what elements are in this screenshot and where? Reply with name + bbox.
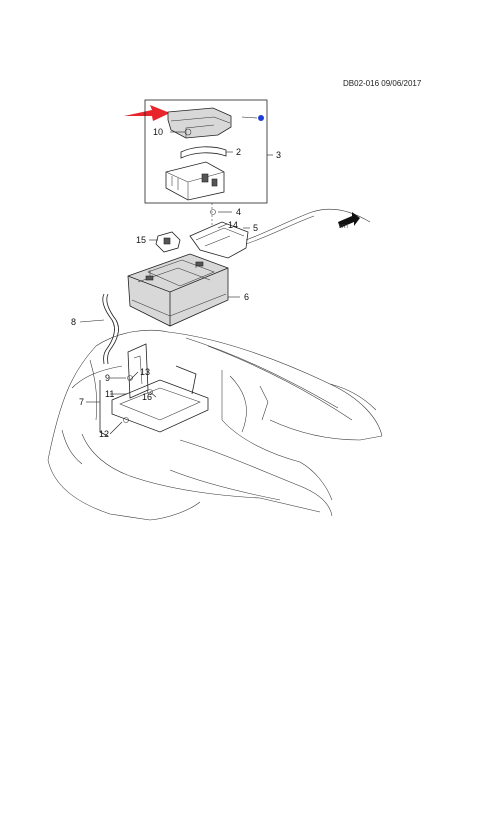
forward-arrow-icon: [338, 212, 360, 228]
callout-7: 7: [79, 397, 85, 407]
vent-hose: [102, 293, 115, 365]
diagram-reference: DB02-016 09/06/2017: [343, 79, 422, 88]
battery: [127, 253, 229, 327]
battery-cover: [167, 107, 232, 139]
forward-label: FRT: [339, 224, 349, 230]
pointer-arrow: [124, 105, 170, 121]
callout-12: 12: [99, 429, 110, 439]
callout-9: 9: [105, 373, 111, 383]
vehicle-body-outline: [47, 330, 383, 521]
inset-box: [144, 99, 268, 204]
callout-2: 2: [236, 147, 242, 157]
callout-13: 13: [140, 367, 151, 377]
terminal-clip: [155, 231, 181, 253]
cable-harness: [189, 209, 371, 259]
callout-8: 8: [71, 317, 77, 327]
callout-11: 11: [105, 389, 115, 399]
callout-4: 4: [236, 207, 242, 217]
callout-15: 15: [136, 235, 147, 245]
callout-16: 16: [142, 392, 153, 402]
fuse-block: [165, 161, 225, 201]
highlight-dot: [258, 115, 264, 121]
callout-6: 6: [244, 292, 250, 302]
battery-tray: [99, 343, 209, 437]
hold-down-strap: [180, 146, 227, 159]
callout-5: 5: [253, 223, 259, 233]
callout-3: 3: [276, 150, 282, 160]
callout-14: 14: [228, 220, 239, 230]
callout-10: 10: [153, 127, 164, 137]
